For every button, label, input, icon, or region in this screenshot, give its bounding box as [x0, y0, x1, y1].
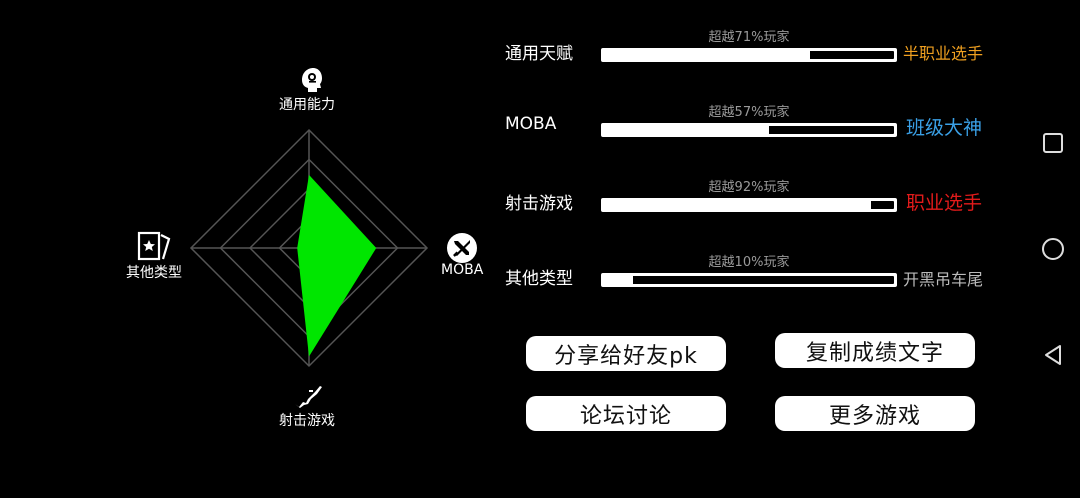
progress-bar — [601, 123, 897, 137]
axis-label-shooter: 射击游戏 — [279, 413, 335, 429]
rank-title: 班级大神 — [906, 117, 983, 139]
progress-bar — [601, 273, 897, 287]
progress-bar — [601, 198, 897, 212]
progress-fill — [604, 126, 770, 134]
more-games-button[interactable]: 更多游戏 — [775, 396, 975, 431]
axis-label-general: 通用能力 — [279, 97, 335, 113]
progress-fill — [604, 51, 810, 59]
stat-row-moba: MOBA 超越57%玩家 班级大神 — [505, 102, 1005, 142]
rank-title: 开黑吊车尾 — [903, 270, 984, 289]
stat-row-other: 其他类型 超越10%玩家 开黑吊车尾 — [505, 252, 1005, 292]
card-star-icon — [137, 231, 171, 261]
stat-percent-text: 超越57%玩家 — [708, 105, 790, 120]
stat-label: MOBA — [505, 114, 557, 134]
crossed-swords-icon — [446, 232, 478, 264]
progress-bar — [601, 48, 897, 62]
radar-chart — [189, 128, 429, 368]
back-triangle-icon[interactable] — [1038, 340, 1068, 370]
rifle-icon — [293, 382, 323, 408]
stat-percent-text: 超越71%玩家 — [708, 30, 790, 45]
stat-percent-text: 超越92%玩家 — [708, 180, 790, 195]
stat-row-shooter: 射击游戏 超越92%玩家 职业选手 — [505, 177, 1005, 217]
stat-label: 其他类型 — [505, 269, 573, 289]
stat-percent-text: 超越10%玩家 — [708, 255, 790, 270]
copy-results-button[interactable]: 复制成绩文字 — [775, 333, 975, 368]
share-button[interactable]: 分享给好友pk — [526, 336, 726, 371]
square-icon[interactable] — [1038, 128, 1068, 158]
circle-icon[interactable] — [1038, 234, 1068, 264]
progress-fill — [604, 276, 633, 284]
stat-row-general: 通用天赋 超越71%玩家 半职业选手 — [505, 27, 1005, 67]
axis-label-other: 其他类型 — [126, 265, 182, 281]
forum-button[interactable]: 论坛讨论 — [526, 396, 726, 431]
rank-title: 职业选手 — [906, 192, 983, 214]
stat-label: 射击游戏 — [505, 194, 573, 214]
axis-label-moba: MOBA — [441, 262, 484, 278]
stat-label: 通用天赋 — [505, 44, 573, 64]
radar-data-shape — [297, 174, 377, 357]
progress-fill — [604, 201, 871, 209]
head-gear-icon — [296, 66, 324, 94]
rank-title: 半职业选手 — [903, 44, 984, 63]
